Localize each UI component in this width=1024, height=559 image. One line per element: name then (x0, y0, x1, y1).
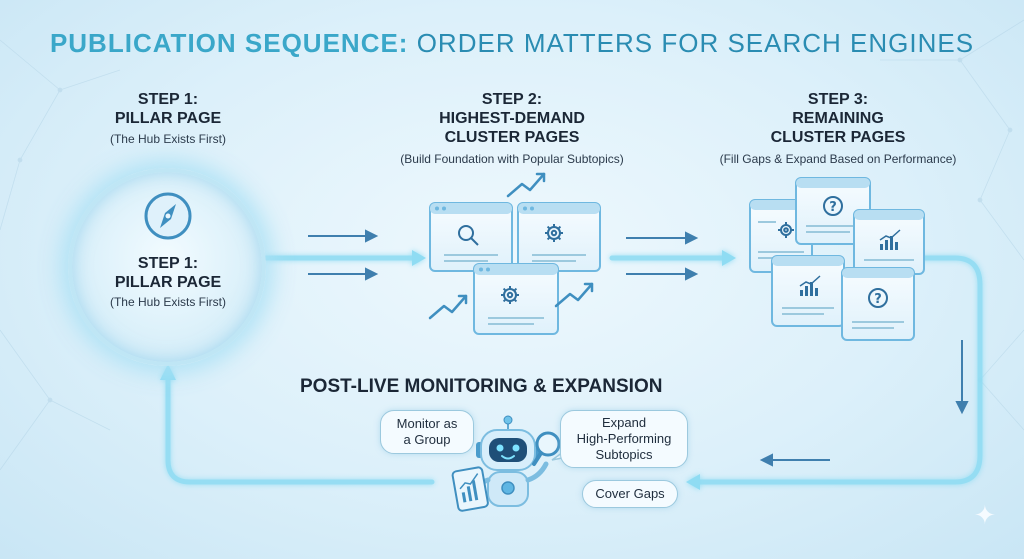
step2-page-gear-bottom (473, 263, 559, 335)
pillar-circle-subtitle: (The Hub Exists First) (109, 295, 226, 309)
bar-chart-icon (799, 275, 821, 296)
monitoring-title: POST-LIVE MONITORING & EXPANSION (300, 376, 663, 397)
bubble-expand-line3: Subtopics (595, 447, 653, 462)
bubble-monitor-group: Monitor as a Group (380, 410, 474, 454)
trend-arrow-icon (554, 282, 594, 308)
flow-path (165, 255, 983, 485)
step2-page-search (429, 202, 513, 272)
flow-arrowheads (160, 250, 736, 490)
question-icon: ? (868, 288, 888, 308)
tablet-chart-icon (451, 466, 489, 512)
step3-heading-line2: REMAINING (792, 110, 884, 127)
bar-chart-icon (879, 229, 901, 250)
magnifier-icon (532, 431, 561, 466)
flow-arrowhead-step3 (722, 250, 736, 266)
dark-arrows (308, 229, 969, 467)
flow-arrowhead-robot (686, 474, 700, 490)
step3-heading-line3: CLUSTER PAGES (770, 129, 906, 146)
bubble-monitor-line2: a Group (403, 432, 451, 447)
bubble-expand-line2: High-Performing (576, 431, 672, 446)
trend-arrow-icon (428, 294, 468, 320)
step2-label: STEP 2: HIGHEST-DEMAND CLUSTER PAGES (Bu… (362, 90, 662, 167)
step3-page-chart-bottom (771, 255, 845, 327)
bubble-monitor-line1: Monitor as (396, 416, 458, 431)
step3-page-chart-right (853, 209, 925, 275)
step2-page-gear-top (517, 202, 601, 272)
step1-heading-line1: STEP 1: (137, 91, 199, 108)
step2-heading-line3: CLUSTER PAGES (444, 129, 580, 146)
gear-icon (501, 286, 519, 304)
pillar-circle-heading-line2: PILLAR PAGE (114, 274, 222, 291)
pillar-circle-label: STEP 1: PILLAR PAGE (The Hub Exists Firs… (80, 254, 256, 310)
step2-subtitle: (Build Foundation with Popular Subtopics… (400, 152, 624, 166)
flow-arrowhead-pillar (160, 364, 176, 380)
svg-text:?: ? (829, 200, 837, 215)
step1-heading-line2: PILLAR PAGE (114, 110, 222, 127)
gear-icon (778, 222, 794, 238)
bubble-cover-gaps: Cover Gaps (582, 480, 678, 508)
svg-text:?: ? (874, 292, 882, 307)
step1-subtitle: (The Hub Exists First) (109, 132, 226, 146)
step2-heading-line1: STEP 2: (481, 91, 543, 108)
flow-arrowhead-step2 (412, 250, 426, 266)
question-icon: ? (823, 196, 843, 216)
step2-heading-line2: HIGHEST-DEMAND (439, 110, 585, 127)
diagram-title: PUBLICATION SEQUENCE: ORDER MATTERS FOR … (0, 28, 1024, 59)
step1-label: STEP 1: PILLAR PAGE (The Hub Exists Firs… (80, 90, 256, 147)
step3-heading-line1: STEP 3: (807, 91, 869, 108)
step3-page-question-top: ? (795, 177, 871, 245)
trend-arrow-icon (506, 172, 546, 198)
sparkle-icon: ✦ (974, 500, 996, 530)
step3-page-question-bottom: ? (841, 267, 915, 341)
step3-subtitle: (Fill Gaps & Expand Based on Performance… (719, 152, 957, 166)
bubble-expand-line1: Expand (601, 415, 647, 430)
step3-label: STEP 3: REMAINING CLUSTER PAGES (Fill Ga… (688, 90, 988, 167)
title-accent: PUBLICATION SEQUENCE: (49, 28, 409, 58)
pillar-circle-heading-line1: STEP 1: (137, 255, 199, 272)
title-rest: ORDER MATTERS FOR SEARCH ENGINES (416, 28, 975, 58)
network-decoration (0, 19, 1024, 471)
gear-icon (545, 224, 563, 242)
compass-icon (144, 192, 192, 240)
bubble-expand-subtopics: Expand High-Performing Subtopics (560, 410, 688, 468)
search-icon (458, 225, 479, 246)
bubble-gaps-text: Cover Gaps (595, 486, 665, 501)
